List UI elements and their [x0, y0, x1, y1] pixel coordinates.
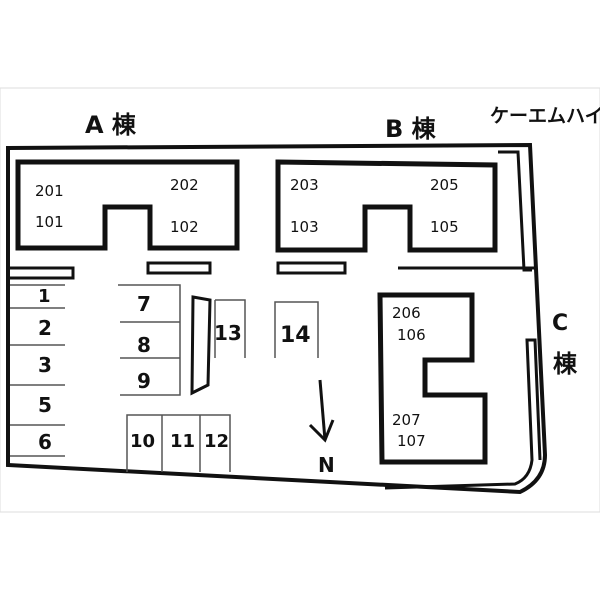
parking-13-box	[214, 299, 246, 358]
parking-14-box	[274, 301, 319, 358]
unit-102: 102	[170, 218, 199, 236]
unit-201: 201	[35, 182, 64, 200]
space-6: 6	[38, 430, 52, 454]
space-7: 7	[137, 292, 151, 316]
unit-202: 202	[170, 176, 199, 194]
building-a-label: A 棟	[85, 111, 137, 139]
unit-203: 203	[290, 176, 319, 194]
north-arrow-icon	[308, 379, 335, 443]
space-8: 8	[137, 333, 151, 357]
building-b-label: B 棟	[385, 115, 437, 143]
property-name: ケーエムハイツ	[490, 105, 600, 127]
space-2: 2	[38, 316, 52, 340]
building-c-label-bottom: 棟	[553, 350, 578, 378]
space-12: 12	[204, 431, 229, 452]
building-b	[275, 159, 498, 253]
parking-bottom	[126, 414, 231, 472]
unit-207: 207	[392, 411, 421, 429]
unit-106: 106	[397, 326, 426, 344]
c-side-wall	[384, 338, 542, 490]
space-10: 10	[130, 431, 155, 452]
unit-107: 107	[397, 432, 426, 450]
building-c-label-top: C	[552, 311, 568, 336]
space-11: 11	[170, 431, 195, 452]
wall-bar	[146, 261, 212, 275]
parking-middle	[118, 284, 181, 396]
wall-bar	[276, 261, 347, 275]
unit-103: 103	[290, 218, 319, 236]
b-side-wall	[498, 150, 532, 272]
space-13: 13	[214, 321, 242, 345]
unit-105: 105	[430, 218, 459, 236]
space-9: 9	[137, 369, 151, 393]
wall-bar	[190, 295, 212, 396]
building-a	[15, 159, 240, 251]
map-frame	[0, 87, 600, 513]
wall-bar	[6, 266, 75, 280]
north-label: N	[318, 453, 335, 477]
unit-101: 101	[35, 213, 64, 231]
unit-206: 206	[392, 304, 421, 322]
unit-205: 205	[430, 176, 459, 194]
building-c	[377, 292, 488, 465]
parking-left	[10, 284, 65, 457]
space-3: 3	[38, 353, 52, 377]
space-14: 14	[280, 323, 311, 348]
space-1: 1	[38, 286, 51, 307]
site-boundary	[6, 142, 548, 495]
space-5: 5	[38, 393, 52, 417]
